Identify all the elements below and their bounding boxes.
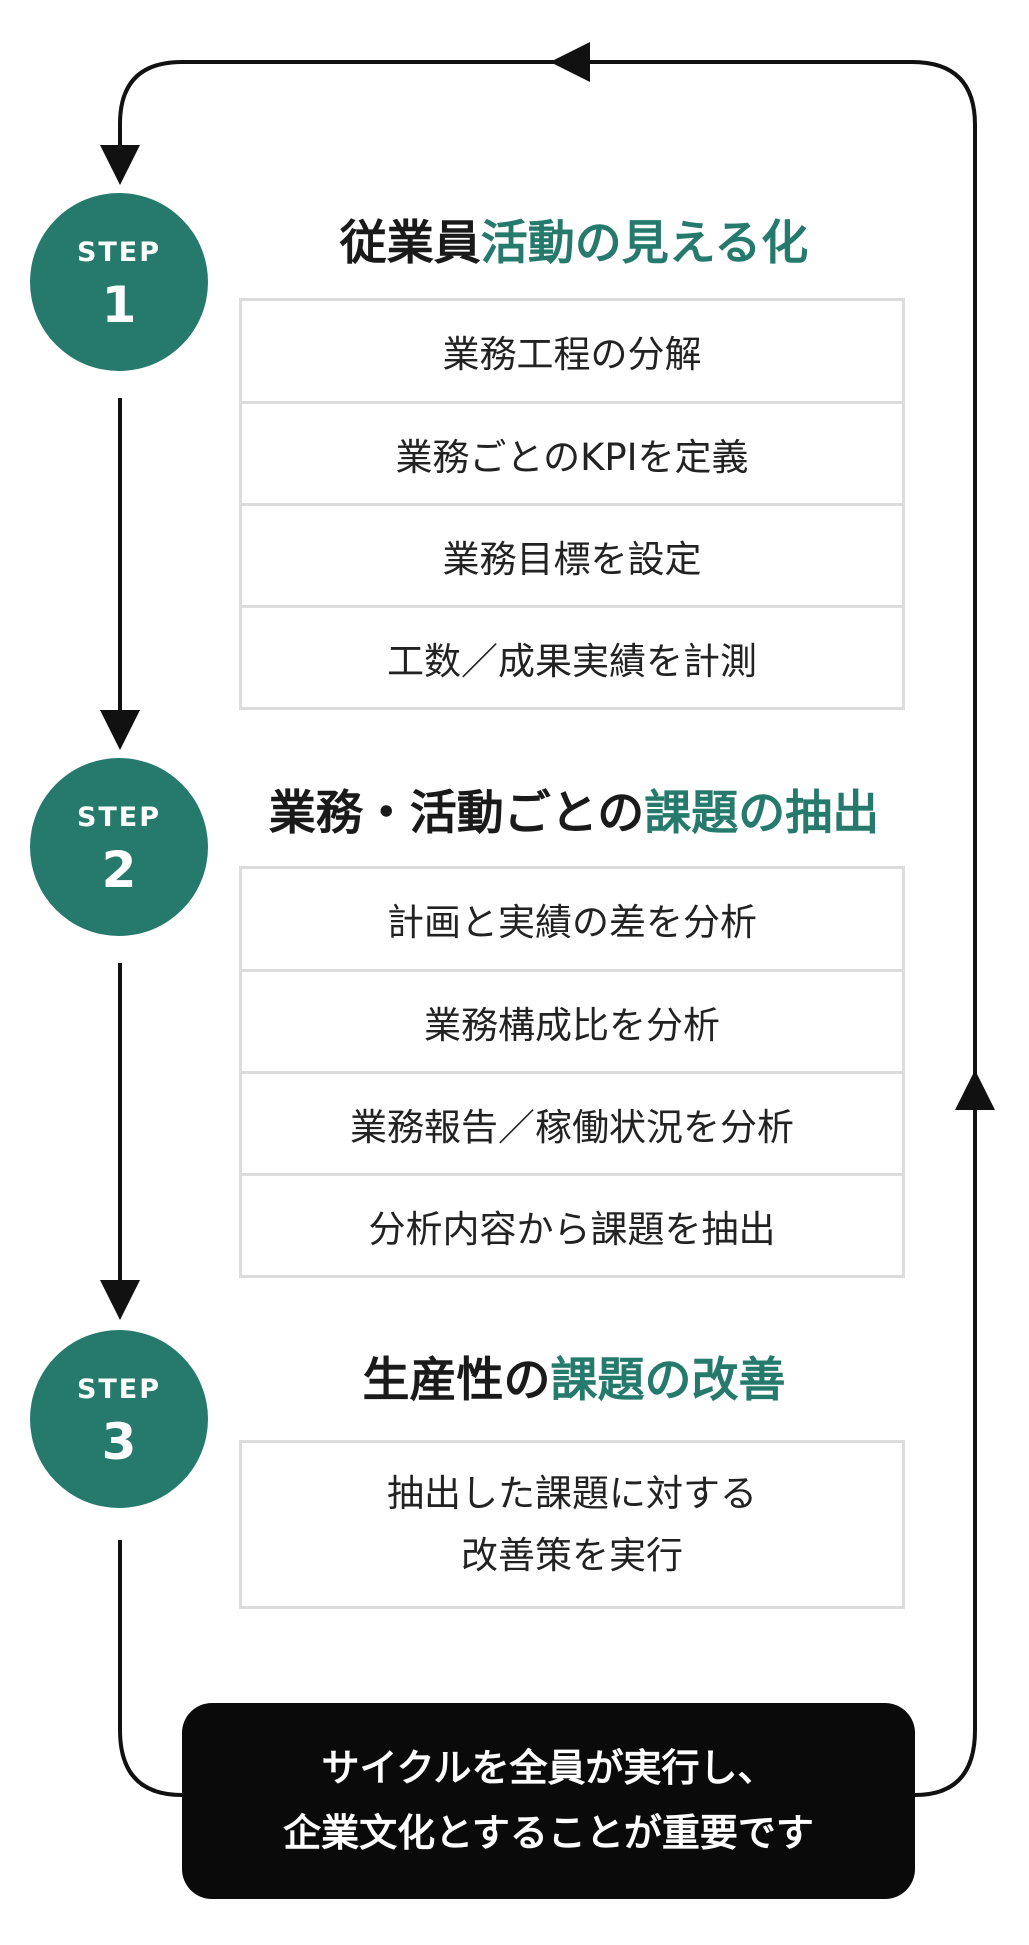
- step-2-task-list: 計画と実績の差を分析 業務構成比を分析 業務報告／稼働状況を分析 分析内容から課…: [239, 866, 905, 1278]
- step-2-word: STEP: [76, 801, 162, 833]
- task-item: 業務工程の分解: [442, 333, 702, 376]
- step-2-title-accent: 課題の抽出: [644, 786, 880, 841]
- task-item: 業務目標を設定: [242, 503, 902, 605]
- step-1-title: 従業員活動の見える化: [240, 220, 908, 267]
- task-item: 業務構成比を分析: [242, 969, 902, 1071]
- task-line: 改善策を実行: [461, 1533, 683, 1577]
- step-1-task-list: 業務工程の分解 業務ごとのKPIを定義 業務目標を設定 工数／成果実績を計測: [239, 298, 905, 710]
- task-line: 抽出した課題に対する: [387, 1472, 757, 1516]
- task-item: 業務報告／稼働状況を分析: [242, 1071, 902, 1173]
- step-3-task-list: 抽出した課題に対する 改善策を実行: [239, 1440, 905, 1609]
- step-3-word: STEP: [76, 1373, 162, 1405]
- cycle-return-line: [118, 1540, 183, 1797]
- task-item: 業務ごとのKPIを定義: [242, 401, 902, 503]
- step-1-word: STEP: [76, 236, 162, 268]
- task-item: 工数／成果実績を計測: [242, 605, 902, 707]
- cycle-message-line-2: 企業文化とすることが重要です: [283, 1811, 814, 1855]
- step-1-title-plain: 従業員: [339, 216, 481, 271]
- task-item: 抽出した課題に対する 改善策を実行: [242, 1443, 902, 1606]
- cycle-message-box: サイクルを全員が実行し、 企業文化とすることが重要です: [182, 1703, 915, 1899]
- cycle-top-left-line: [100, 60, 570, 185]
- task-item: 計画と実績の差を分析: [387, 901, 757, 944]
- step-1-badge: STEP 1: [30, 193, 208, 371]
- step-2-number: 2: [101, 840, 137, 899]
- step-3-badge: STEP 3: [30, 1330, 208, 1508]
- step-3-title: 生産性の課題の改善: [240, 1357, 908, 1404]
- cycle-message-line-1: サイクルを全員が実行し、: [321, 1746, 776, 1791]
- cycle-right-line: [914, 1070, 995, 1797]
- step-3-title-plain: 生産性の: [362, 1353, 551, 1408]
- step-3-number: 3: [101, 1412, 137, 1471]
- step-1-title-accent: 活動の見える化: [480, 216, 809, 271]
- task-item: 分析内容から課題を抽出: [242, 1173, 902, 1275]
- step-1-number: 1: [101, 275, 137, 334]
- step-2-title: 業務・活動ごとの課題の抽出: [240, 790, 908, 837]
- cycle-top-line: [550, 42, 977, 1100]
- step-2-badge: STEP 2: [30, 758, 208, 936]
- step-2-title-plain: 業務・活動ごとの: [268, 786, 645, 841]
- step-3-title-accent: 課題の改善: [550, 1353, 786, 1408]
